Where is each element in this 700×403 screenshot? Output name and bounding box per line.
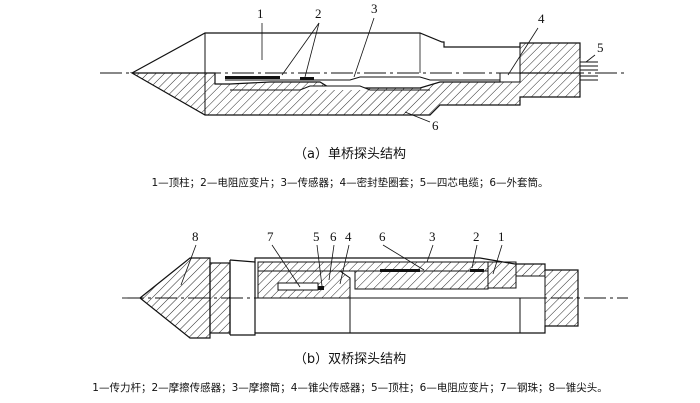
double-bridge-probe-drawing bbox=[122, 244, 628, 339]
label-a-6: 6 bbox=[432, 118, 439, 133]
label-b-6-right: 6 bbox=[379, 229, 386, 244]
strain-gauge-a bbox=[225, 76, 280, 79]
transmission-rod bbox=[487, 261, 517, 289]
label-b-4: 4 bbox=[345, 229, 352, 244]
label-b-5: 5 bbox=[313, 229, 320, 244]
strain-gauge-b bbox=[380, 269, 420, 272]
sensor-body bbox=[225, 76, 500, 81]
label-b-2: 2 bbox=[473, 229, 480, 244]
label-a-2: 2 bbox=[315, 6, 322, 21]
steel-ball bbox=[318, 286, 324, 290]
label-b-1: 1 bbox=[498, 229, 505, 244]
label-b-3: 3 bbox=[429, 229, 436, 244]
cone-tip bbox=[139, 257, 211, 339]
label-b-6-left: 6 bbox=[330, 229, 337, 244]
label-a-3: 3 bbox=[371, 1, 378, 16]
label-b-8: 8 bbox=[192, 229, 199, 244]
legend-a: 1—顶柱；2—电阻应变片；3—传感器；4—密封垫圈套；5—四芯电缆；6—外套筒。 bbox=[151, 177, 549, 189]
label-a-5: 5 bbox=[597, 40, 604, 55]
single-bridge-probe-drawing bbox=[100, 17, 628, 123]
label-b-7: 7 bbox=[267, 229, 274, 244]
label-a-4: 4 bbox=[538, 11, 545, 26]
legend-b: 1—传力杆；2—摩擦传感器；3—摩擦筒；4—锥尖传感器；5—顶柱；6—电阻应变片… bbox=[92, 382, 608, 394]
seal-ring bbox=[499, 72, 521, 83]
caption-a: （a）单桥探头结构 bbox=[294, 147, 406, 162]
label-a-1: 1 bbox=[257, 6, 264, 21]
four-core-cable bbox=[580, 61, 598, 81]
friction-sleeve bbox=[354, 270, 489, 290]
caption-b: （b）双桥探头结构 bbox=[293, 352, 407, 367]
